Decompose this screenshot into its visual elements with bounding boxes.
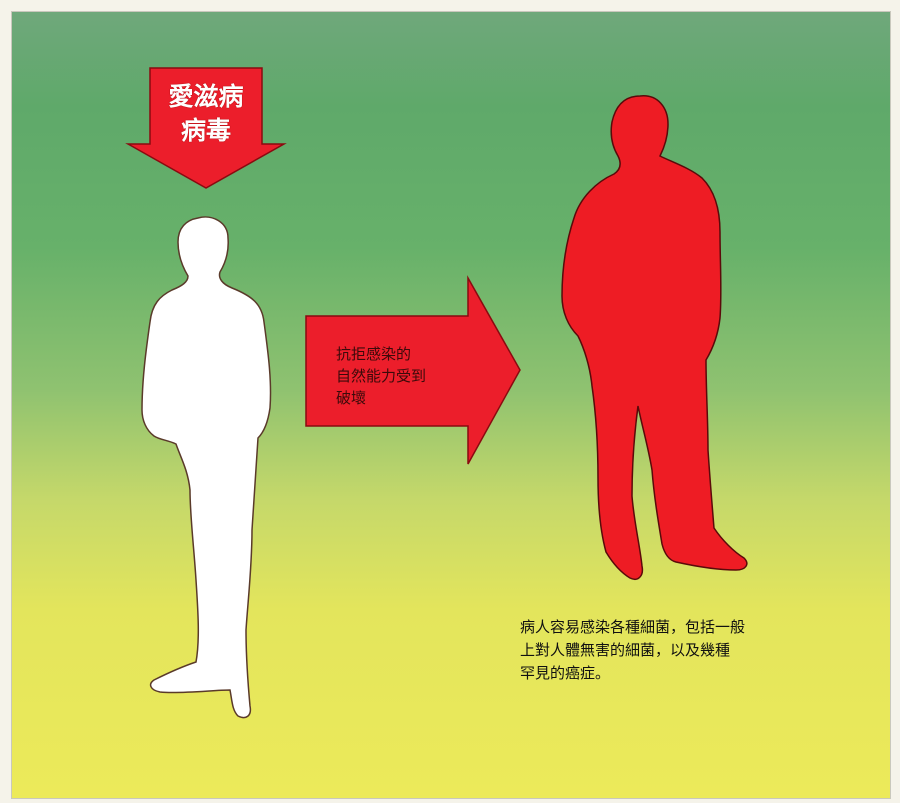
infected-person-icon	[561, 95, 748, 580]
arrow-down-icon	[125, 67, 287, 189]
virus-arrow-label: 愛滋病 病毒	[168, 82, 244, 145]
infection-caption: 病人容易感染各種細菌，包括一般 上對人體無害的細菌，以及幾種 罕見的癌症。	[520, 618, 746, 682]
healthy-person-icon	[141, 216, 272, 719]
immunity-destroyed-label: 抗拒感染的 自然能力受到 破壞	[336, 345, 427, 407]
arrow-right-icon	[305, 275, 521, 465]
